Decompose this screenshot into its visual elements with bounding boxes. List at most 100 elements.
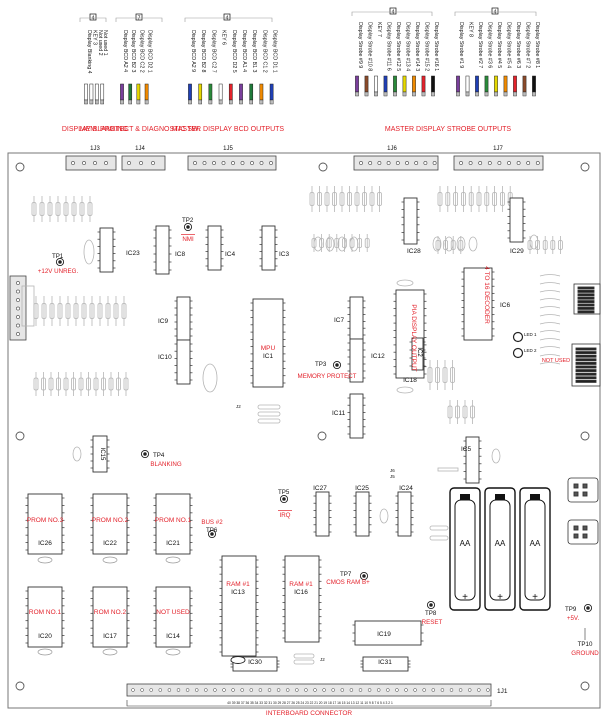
j4-caption: MEM. PROTECT & DIAGNOSTIC SW. — [80, 126, 200, 133]
mounting-holes — [15, 162, 590, 691]
battery-cell-b1 — [454, 499, 476, 601]
resistor — [369, 192, 375, 206]
j6-wire-label-0: Display Strobe #9 9 — [357, 22, 363, 68]
ic3-label: IC3 — [279, 251, 290, 258]
battery-label-b3: AA — [530, 539, 541, 548]
ic26-label: IC26 — [38, 540, 52, 547]
j1-pin — [422, 688, 426, 692]
ic17 — [92, 586, 128, 648]
dip-switch-lever — [575, 372, 597, 376]
resistor — [65, 303, 71, 319]
pin — [259, 161, 264, 165]
ic26 — [27, 493, 63, 555]
resistor — [476, 192, 482, 206]
j4-ferrule-1 — [128, 99, 133, 105]
pin — [16, 315, 20, 319]
capacitor — [396, 279, 414, 287]
resistor — [78, 377, 84, 391]
ic2-label: IC2 — [416, 347, 422, 357]
j1-pin — [140, 688, 144, 692]
pin — [193, 161, 197, 165]
j7-ferrule-8 — [532, 91, 536, 97]
pin — [507, 161, 511, 165]
j3-wire-label-0: Display Blanking 4 — [86, 30, 92, 74]
ic27 — [315, 491, 330, 537]
relay — [21, 285, 35, 327]
ic14-label: IC14 — [166, 633, 180, 640]
ic21 — [155, 493, 191, 555]
j5-wire-4 — [228, 83, 233, 101]
ic8-label: IC8 — [175, 251, 186, 258]
j1-label: 1J1 — [497, 688, 508, 695]
resistor — [453, 192, 459, 206]
dip-switch-lever — [575, 365, 597, 369]
tp5-dot — [282, 497, 286, 501]
resistor — [450, 367, 455, 383]
aux-pin — [573, 491, 579, 497]
ic11-label: IC11 — [332, 410, 346, 417]
j4-ferrule-3 — [144, 99, 149, 105]
j5-wire-label-3: KEY 6 — [221, 30, 227, 45]
ic21-name: PROM NO.1 — [155, 517, 192, 524]
diode-lead — [539, 346, 561, 349]
j1-pin — [149, 688, 153, 692]
resistor — [499, 192, 505, 206]
j5-ferrule-1 — [198, 99, 203, 105]
pia-label: PIA DISPLAY OUTPUT — [410, 304, 417, 371]
tp9-dot — [586, 606, 590, 610]
ic22-name: PROM NO.2 — [92, 517, 129, 524]
diode-lead — [539, 362, 561, 365]
diode-lead — [539, 322, 561, 325]
resistor — [89, 303, 95, 319]
resistor — [87, 202, 93, 216]
ic31-label: IC31 — [378, 659, 392, 666]
j1-pin — [276, 688, 281, 692]
tp4-label: TP4 — [153, 452, 165, 459]
resistor — [377, 192, 382, 206]
j5-wire-label-7: Display BCD C1 2 — [261, 30, 267, 73]
j6-wire-label-2: KEY 7 — [376, 22, 382, 37]
capacitor — [379, 508, 389, 524]
j5-wire-1 — [198, 83, 203, 101]
j3-wire-label-2: Not used 2 — [97, 30, 103, 56]
battery-terminal-b1 — [460, 494, 470, 500]
pin — [16, 332, 20, 336]
j7-wire-label-4: Display Strobe #4 5 — [496, 22, 502, 68]
capacitor — [529, 234, 539, 250]
tp4-dot — [143, 452, 147, 456]
resistor — [542, 240, 548, 250]
j1-pin — [386, 688, 390, 692]
resistor — [362, 192, 367, 206]
tp8-label: TP8 — [425, 610, 437, 617]
j1-pin-numbers: 40 39 38 37 36 35 34 33 32 31 30 29 28 2… — [227, 701, 393, 705]
j6-ferrule-2 — [374, 91, 378, 97]
capacitor — [349, 236, 359, 252]
j1-pin — [477, 688, 481, 692]
j7-ferrule-1 — [465, 91, 470, 97]
tp1-label: TP1 — [52, 253, 64, 260]
capacitor — [432, 236, 442, 252]
j7-ferrule-2 — [475, 91, 479, 97]
j6-wire-label-6: Display Strobe #14 3 — [414, 22, 420, 71]
pin — [459, 161, 463, 165]
capacitor — [444, 236, 454, 252]
dip-switch-lever — [575, 351, 597, 355]
capacitor — [83, 239, 95, 265]
ic4 — [207, 225, 222, 271]
resistor — [455, 405, 460, 419]
j5-wire-label-8: Display BCD D1 1 — [272, 30, 278, 73]
aux-pin — [573, 483, 579, 489]
resistor — [445, 192, 451, 206]
ic30-label: IC30 — [248, 659, 262, 666]
battery-terminal-b3 — [530, 494, 540, 500]
j1-pin — [194, 688, 199, 692]
tp9-label: TP9 — [565, 606, 577, 613]
j3-wire-label-3: Not used 1 — [102, 30, 108, 56]
j6-wire-label-3: Display Strobe #11 6 — [386, 22, 392, 71]
j1-pin — [240, 688, 244, 692]
dip-switch-lever — [577, 303, 595, 307]
j6-tag: J6 — [390, 468, 395, 473]
pin — [151, 161, 155, 165]
ic6 — [463, 267, 493, 341]
resistor — [121, 303, 127, 319]
